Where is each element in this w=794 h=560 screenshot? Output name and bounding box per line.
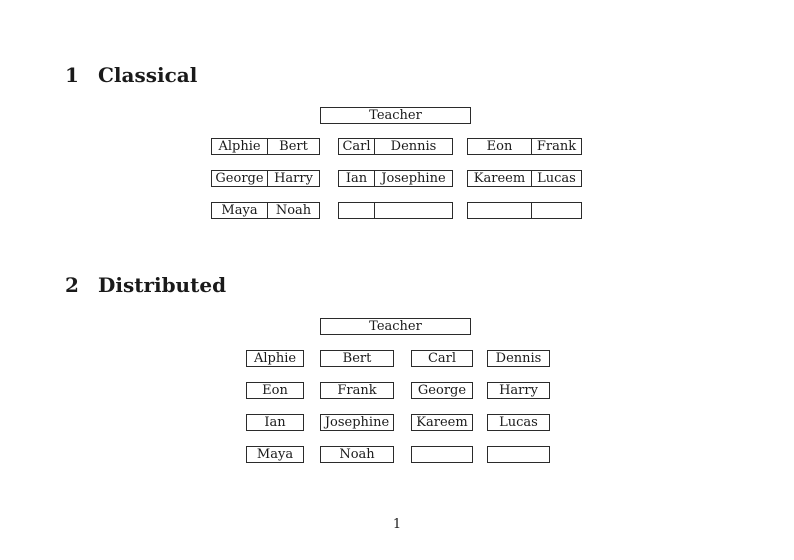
desk-pair-empty — [338, 202, 453, 219]
desk-single: Lucas — [487, 414, 550, 431]
seat-right: Dennis — [390, 139, 437, 154]
seat-right — [532, 203, 581, 218]
desk-single: Maya — [246, 446, 304, 463]
seat-right: Lucas — [537, 171, 576, 186]
desk-single: Frank — [320, 382, 394, 399]
desk-single: Bert — [320, 350, 394, 367]
seat-left: Alphie — [212, 139, 268, 154]
teacher-box-classical: Teacher — [320, 107, 471, 124]
seat-label: Noah — [339, 447, 375, 462]
desk-pair: Kareem Lucas — [467, 170, 582, 187]
seat-label: Josephine — [324, 415, 390, 430]
desk-single: George — [411, 382, 473, 399]
section-number: 1 — [65, 63, 79, 87]
seat-label: Ian — [264, 415, 286, 430]
seat-left: Ian — [339, 171, 375, 186]
page-number: 1 — [392, 517, 402, 532]
seat-label: Eon — [262, 383, 288, 398]
seat-label: Dennis — [495, 351, 542, 366]
desk-pair: Maya Noah — [211, 202, 320, 219]
teacher-label: Teacher — [369, 108, 422, 123]
seat-right: Noah — [275, 203, 312, 218]
desk-single-empty — [487, 446, 550, 463]
section-heading-classical: 1 Classical — [65, 64, 197, 86]
seat-left: George — [212, 171, 268, 186]
seat-right: Frank — [536, 139, 577, 154]
section-heading-distributed: 2 Distributed — [65, 274, 226, 296]
seat-left — [339, 203, 375, 218]
seat-label: Lucas — [499, 415, 538, 430]
desk-single: Alphie — [246, 350, 304, 367]
seat-label: Alphie — [253, 351, 297, 366]
desk-single: Dennis — [487, 350, 550, 367]
seat-label: Frank — [337, 383, 377, 398]
desk-single: Harry — [487, 382, 550, 399]
desk-single: Eon — [246, 382, 304, 399]
seat-label: George — [417, 383, 467, 398]
desk-single: Josephine — [320, 414, 394, 431]
seat-label: Harry — [499, 383, 538, 398]
seat-left: Carl — [339, 139, 375, 154]
desk-single: Noah — [320, 446, 394, 463]
desk-pair: Carl Dennis — [338, 138, 453, 155]
seat-right: Bert — [279, 139, 308, 154]
seat-label: Maya — [256, 447, 294, 462]
seat-left: Eon — [468, 139, 532, 154]
desk-single: Kareem — [411, 414, 473, 431]
seat-left: Maya — [212, 203, 268, 218]
desk-single-empty — [411, 446, 473, 463]
section-number: 2 — [65, 273, 79, 297]
desk-pair: Alphie Bert — [211, 138, 320, 155]
teacher-box-distributed: Teacher — [320, 318, 471, 335]
desk-pair: George Harry — [211, 170, 320, 187]
desk-pair-empty — [467, 202, 582, 219]
desk-pair: Ian Josephine — [338, 170, 453, 187]
seat-right: Harry — [274, 171, 313, 186]
seat-right — [375, 203, 452, 218]
desk-single: Ian — [246, 414, 304, 431]
seat-left: Kareem — [468, 171, 532, 186]
seat-label: Carl — [427, 351, 457, 366]
seat-left — [468, 203, 532, 218]
section-title: Classical — [98, 63, 198, 87]
seat-label: Kareem — [416, 415, 468, 430]
seat-right: Josephine — [381, 171, 446, 186]
teacher-label: Teacher — [369, 319, 422, 334]
desk-single: Carl — [411, 350, 473, 367]
section-title: Distributed — [98, 273, 227, 297]
seat-label: Bert — [342, 351, 372, 366]
desk-pair: Eon Frank — [467, 138, 582, 155]
